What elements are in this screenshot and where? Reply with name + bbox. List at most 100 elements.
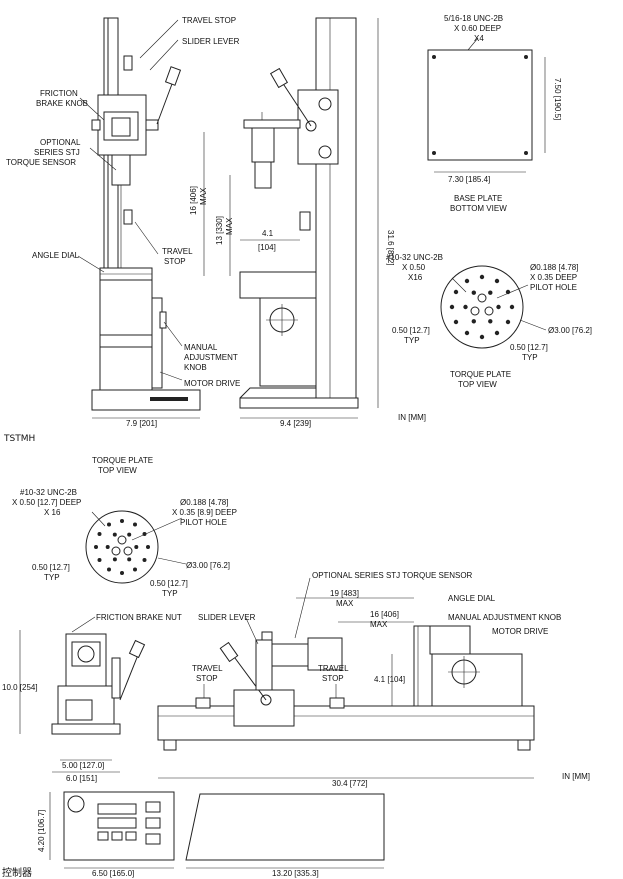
mounting-hole bbox=[112, 532, 117, 537]
dim-16h-max: 16 [406] bbox=[370, 610, 399, 619]
mounting-hole bbox=[142, 558, 147, 562]
mounting-hole bbox=[107, 522, 111, 527]
label-slider-lever-h: SLIDER LEVER bbox=[198, 613, 256, 622]
mounting-hole bbox=[471, 290, 476, 295]
mounting-hole bbox=[133, 567, 137, 572]
dim-30-4: 30.4 [772] bbox=[332, 779, 368, 788]
dim-4-1-h: 4.1 [104] bbox=[374, 675, 405, 684]
dim-4-20: 4.20 [106.7] bbox=[37, 810, 46, 852]
svg-text:TYP: TYP bbox=[404, 336, 420, 345]
side-view bbox=[203, 17, 379, 419]
front-view bbox=[77, 17, 201, 419]
labels: TRAVEL STOP SLIDER LEVER FRICTION BRAKE … bbox=[2, 14, 592, 878]
label-motor-drive-h: MOTOR DRIVE bbox=[492, 627, 548, 636]
label-slider-lever-top: SLIDER LEVER bbox=[182, 37, 240, 46]
mounting-hole bbox=[494, 330, 500, 336]
svg-text:STOP: STOP bbox=[322, 674, 344, 683]
tp2-title: TORQUE PLATE bbox=[92, 456, 153, 465]
tp2-typ-left: 0.50 [12.7] bbox=[32, 563, 70, 572]
mounting-hole bbox=[488, 319, 493, 324]
base-plate-view bbox=[427, 37, 546, 173]
mounting-hole bbox=[471, 319, 476, 324]
svg-text:TYP: TYP bbox=[44, 573, 60, 582]
mounting-hole bbox=[453, 319, 459, 325]
dim-5-00: 5.00 [127.0] bbox=[62, 761, 104, 770]
dim-4-1: 4.1 bbox=[262, 229, 274, 238]
mounting-hole bbox=[146, 545, 150, 549]
tp1-diameter: Ø3.00 [76.2] bbox=[548, 326, 592, 335]
mounting-hole bbox=[120, 571, 124, 575]
mounting-hole bbox=[107, 567, 111, 572]
tp1-title: TORQUE PLATE bbox=[450, 370, 511, 379]
svg-text:TYP: TYP bbox=[162, 589, 178, 598]
base-dim-h: 7.50 [190.5] bbox=[553, 78, 562, 120]
label-travel-stop-top: TRAVEL STOP bbox=[182, 16, 236, 25]
mounting-hole bbox=[453, 289, 459, 295]
svg-text:TORQUE SENSOR: TORQUE SENSOR bbox=[6, 158, 76, 167]
svg-text:X 16: X 16 bbox=[44, 508, 61, 517]
label-angle-dial-top: ANGLE DIAL bbox=[32, 251, 80, 260]
dim-width-side: 9.4 [239] bbox=[280, 419, 311, 428]
svg-text:PILOT HOLE: PILOT HOLE bbox=[530, 283, 577, 292]
label-optional-sensor: OPTIONAL bbox=[40, 138, 81, 147]
svg-text:STOP: STOP bbox=[196, 674, 218, 683]
mounting-hole bbox=[479, 334, 485, 340]
svg-text:X 0.50 [12.7] DEEP: X 0.50 [12.7] DEEP bbox=[12, 498, 81, 507]
dim-13-max: 13 [330] bbox=[215, 216, 224, 245]
base-dim-w: 7.30 [185.4] bbox=[448, 175, 490, 184]
svg-text:X 0.60 DEEP: X 0.60 DEEP bbox=[454, 24, 501, 33]
svg-text:MAX: MAX bbox=[199, 187, 208, 205]
svg-text:[104]: [104] bbox=[258, 243, 276, 252]
svg-text:BRAKE KNOB: BRAKE KNOB bbox=[36, 99, 88, 108]
mounting-hole bbox=[479, 274, 485, 280]
tp2-typ-right: 0.50 [12.7] bbox=[150, 579, 188, 588]
label-travel-stop-h2: TRAVEL bbox=[318, 664, 349, 673]
dim-height: 31.6 [802] bbox=[386, 230, 395, 266]
svg-text:TOP VIEW: TOP VIEW bbox=[98, 466, 137, 475]
svg-text:MAX: MAX bbox=[225, 217, 234, 235]
tp2-pilot: Ø0.188 [4.78] bbox=[180, 498, 228, 507]
svg-text:MAX: MAX bbox=[370, 620, 388, 629]
svg-text:BOTTOM VIEW: BOTTOM VIEW bbox=[450, 204, 507, 213]
label-friction-brake-nut: FRICTION BRAKE NUT bbox=[96, 613, 182, 622]
base-title: BASE PLATE bbox=[454, 194, 502, 203]
tp1-typ-left: 0.50 [12.7] bbox=[392, 326, 430, 335]
label-angle-dial-h: ANGLE DIAL bbox=[448, 594, 496, 603]
dim-width-front: 7.9 [201] bbox=[126, 419, 157, 428]
mounting-hole bbox=[509, 304, 515, 310]
mounting-hole bbox=[127, 532, 132, 537]
mounting-hole bbox=[120, 519, 124, 523]
dim-16-max: 16 [406] bbox=[189, 186, 198, 215]
mounting-hole bbox=[112, 557, 117, 562]
mounting-hole bbox=[105, 545, 110, 549]
svg-text:MAX: MAX bbox=[336, 599, 354, 608]
svg-text:STOP: STOP bbox=[164, 257, 186, 266]
svg-text:X 0.35 DEEP: X 0.35 DEEP bbox=[530, 273, 577, 282]
mounting-hole bbox=[505, 319, 511, 325]
label-travel-stop-low: TRAVEL bbox=[162, 247, 193, 256]
dim-10: 10.0 [254] bbox=[2, 683, 38, 692]
units-mid: IN [MM] bbox=[562, 772, 590, 781]
mounting-hole bbox=[94, 545, 98, 549]
svg-text:TOP VIEW: TOP VIEW bbox=[458, 380, 497, 389]
mounting-hole bbox=[127, 557, 132, 562]
svg-text:X4: X4 bbox=[474, 34, 484, 43]
label-manual-adjustment: MANUAL bbox=[184, 343, 218, 352]
label-manual-adj-h: MANUAL ADJUSTMENT KNOB bbox=[448, 613, 561, 622]
dim-6-50: 6.50 [165.0] bbox=[92, 869, 134, 878]
horizontal-front-view bbox=[19, 616, 146, 773]
mounting-hole bbox=[463, 304, 468, 310]
mounting-hole bbox=[496, 304, 501, 310]
svg-text:TYP: TYP bbox=[522, 353, 538, 362]
mounting-hole bbox=[494, 278, 500, 284]
torque-plate-top-2 bbox=[85, 510, 187, 584]
dim-6-0: 6.0 [151] bbox=[66, 774, 97, 783]
svg-text:X 0.35 [8.9] DEEP: X 0.35 [8.9] DEEP bbox=[172, 508, 237, 517]
tp1-thread: #10-32 UNC-2B bbox=[386, 253, 443, 262]
mounting-hole bbox=[464, 330, 470, 336]
tp2-thread: #10-32 UNC-2B bbox=[20, 488, 77, 497]
svg-text:PILOT HOLE: PILOT HOLE bbox=[180, 518, 227, 527]
torque-plate-top-1 bbox=[440, 265, 547, 349]
tp2-diameter: Ø3.00 [76.2] bbox=[186, 561, 230, 570]
base-thread: 5/16-18 UNC-2B bbox=[444, 14, 503, 23]
